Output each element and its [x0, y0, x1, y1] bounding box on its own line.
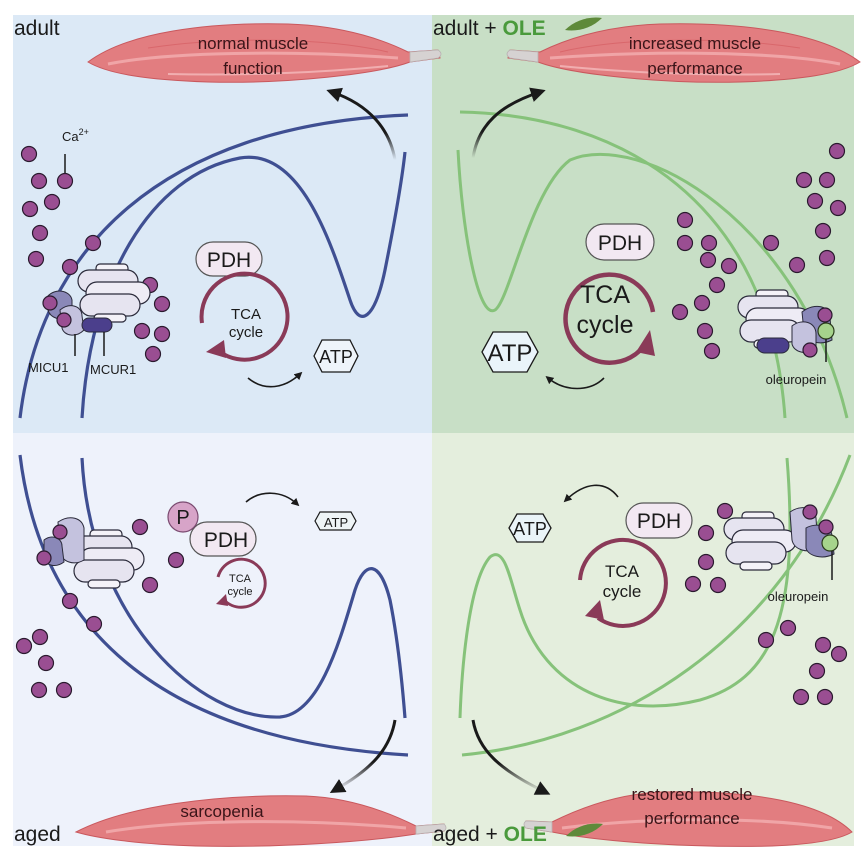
muscle-sarcopenia [74, 795, 447, 847]
panel-label-aged-ole: aged + OLE [433, 823, 547, 846]
panel-adult-background [13, 15, 432, 433]
olive-leaf-icon [566, 823, 603, 837]
tca-arrowhead [216, 594, 228, 606]
oleuropein-molecule [821, 534, 839, 552]
tca-label-line1: TCA [580, 281, 630, 309]
phosphate-group [167, 501, 199, 533]
micu1-label: MICU1 [28, 360, 68, 375]
panel-label-adult: adult [14, 17, 60, 40]
arrow-to-muscle [326, 87, 397, 161]
calcium-ion [56, 312, 72, 328]
arrow-to-muscle [471, 87, 546, 159]
tca-label-line2: cycle [577, 311, 634, 339]
outer-membrane [18, 113, 409, 419]
tca-label-line1: TCA [231, 306, 261, 323]
muscle-label-line2: performance [647, 59, 742, 78]
calcium-label: Ca2+ [62, 127, 89, 144]
atp-hexagon [481, 331, 539, 373]
calcium-ions [684, 502, 848, 706]
panel-aged-ole-background [432, 433, 854, 846]
arrow-to-muscle [329, 719, 397, 793]
panel-label-adult-ole: adult + OLE [433, 17, 546, 40]
arrow-to-atp [247, 371, 303, 388]
tca-cycle-ring [199, 271, 290, 362]
calcium-ions [20, 145, 171, 363]
arrow-to-atp [545, 375, 605, 390]
tca-arrowhead [585, 600, 604, 620]
arrow-to-atp [245, 492, 300, 507]
panel-aged-background [13, 433, 432, 846]
tca-cycle-ring [216, 557, 267, 609]
panel-aged-ole: restored muscle performance aged + OLE o… [433, 454, 853, 847]
inner-membrane-crista [456, 149, 849, 419]
atp-label: ATP [513, 519, 547, 539]
tca-cycle-ring [578, 537, 668, 628]
pdh-label: PDH [207, 249, 251, 272]
calcium-ions [15, 518, 185, 699]
panel-aged: sarcopenia aged PDH P TCA cycle ATP [14, 454, 447, 847]
pdh-pill [625, 502, 693, 539]
panel-label-aged: aged [14, 823, 61, 846]
mcur1-subunit [756, 337, 790, 354]
atp-label: ATP [324, 515, 348, 530]
atp-label: ATP [488, 340, 533, 367]
outer-membrane [18, 454, 409, 757]
mcur1-subunit [81, 317, 113, 333]
calcium-ions [671, 142, 847, 360]
muscle-label-line1: restored muscle [632, 785, 753, 804]
atp-label: ATP [319, 347, 353, 367]
pdh-pill [189, 521, 257, 557]
muscle-label-line1: increased muscle [629, 34, 761, 53]
arrow-to-atp [563, 484, 619, 503]
muscle-label-line1: normal muscle [198, 34, 309, 53]
tca-label-line1: TCA [229, 573, 252, 585]
pdh-label: PDH [598, 232, 642, 255]
arrow-to-muscle [471, 719, 551, 795]
oleuropein-label: oleuropein [768, 589, 829, 604]
tca-arrowhead [206, 340, 226, 358]
panel-adult-ole: increased muscle performance adult + OLE… [433, 17, 862, 419]
oleuropein-label: oleuropein [766, 372, 827, 387]
olive-leaf-icon [565, 17, 602, 31]
inner-membrane-crista [80, 151, 407, 419]
inner-membrane-crista [80, 457, 407, 719]
pdh-label: PDH [204, 529, 248, 552]
muscle-label-line2: function [223, 59, 283, 78]
pdh-pill [585, 223, 655, 261]
atp-hexagon [508, 513, 552, 543]
muscle-label: sarcopenia [180, 802, 264, 821]
calcium-ion [42, 295, 58, 311]
atp-hexagon [313, 339, 359, 373]
tca-cycle-ring [563, 272, 656, 365]
tca-label-line1: TCA [605, 562, 640, 581]
tca-arrowhead [636, 330, 655, 356]
mcur1-label: MCUR1 [90, 362, 136, 377]
pdh-label: PDH [637, 510, 681, 533]
panel-adult: normal muscle function adult Ca2+ MICU1 … [14, 17, 443, 419]
tca-label-line2: cycle [229, 324, 263, 341]
oleuropein-molecule [817, 322, 835, 340]
muscle-label-line2: performance [644, 809, 739, 828]
tca-label-line2: cycle [603, 582, 642, 601]
tca-label-line2: cycle [227, 586, 252, 598]
phosphate-label: P [176, 507, 189, 529]
atp-hexagon [314, 511, 357, 531]
